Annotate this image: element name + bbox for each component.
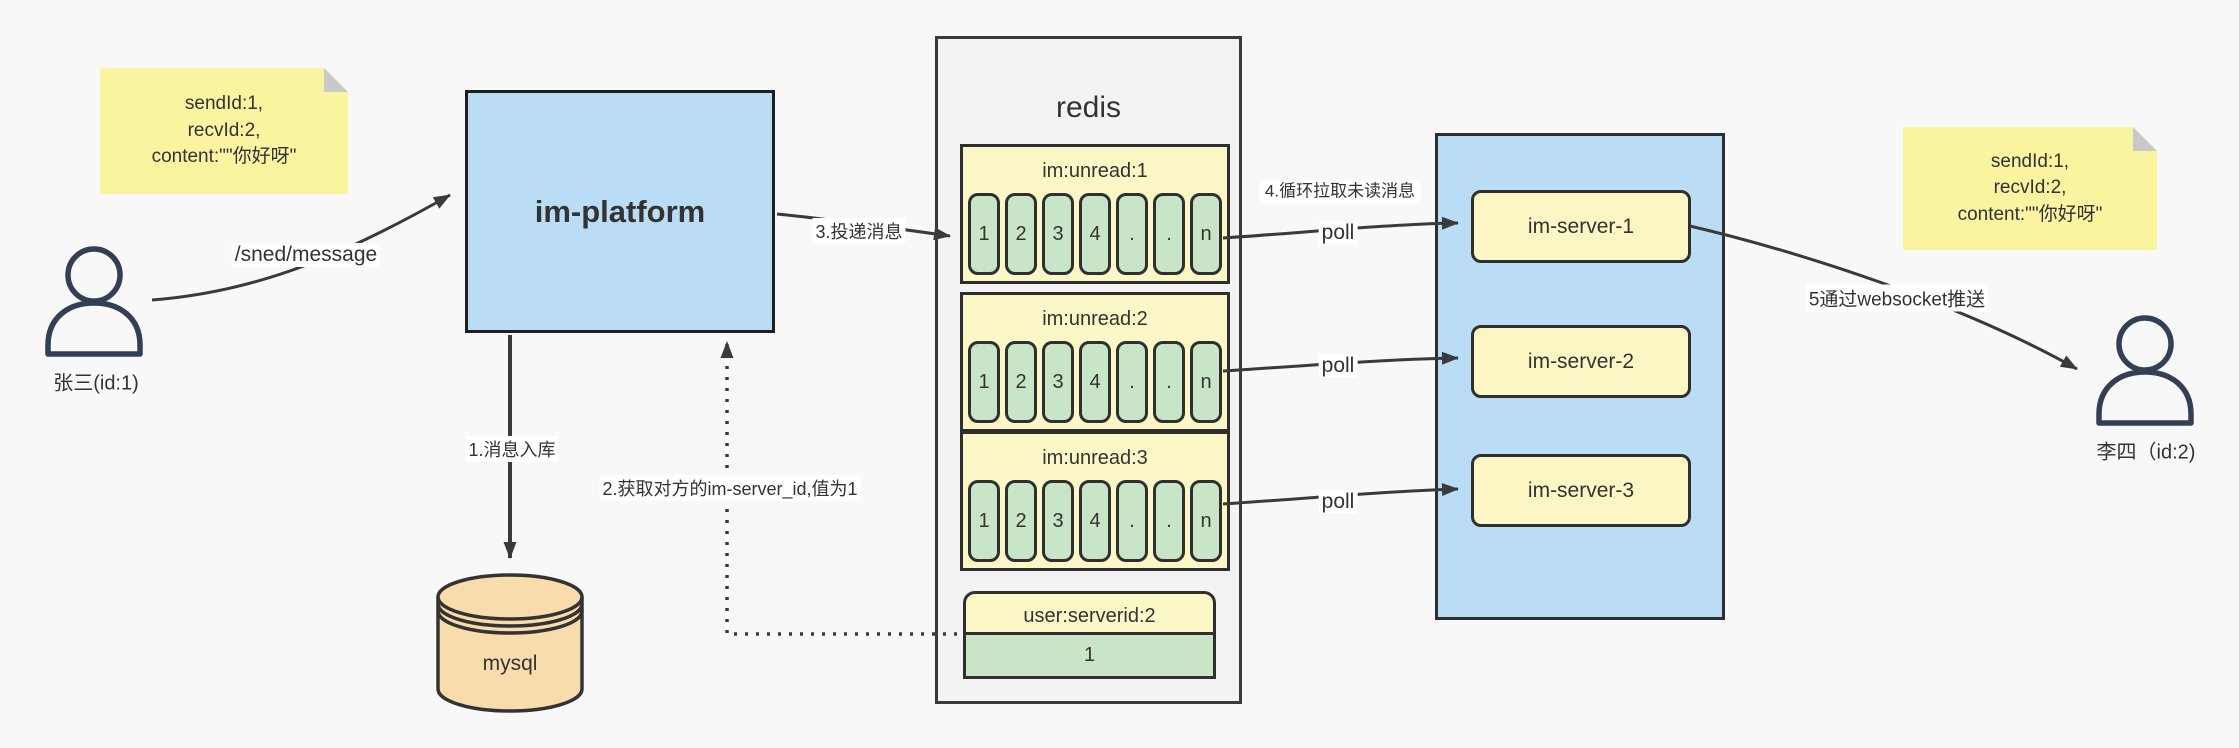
kv-header: user:serverid:2 — [963, 591, 1216, 635]
deliver-message-label: 3.投递消息 — [812, 218, 906, 244]
im-server-3-label: im-server-3 — [1527, 478, 1635, 502]
sender-person-icon — [45, 246, 143, 357]
poll-label-2: poll — [1318, 354, 1358, 378]
im-server-1-label: im-server-1 — [1527, 214, 1635, 238]
im-server-1-node: im-server-1 — [1471, 190, 1691, 263]
queue-cell: 3 — [1042, 480, 1074, 562]
lookup-serverid-label: 2.获取对方的im-server_id,值为1 — [599, 475, 861, 501]
queue-cell: 3 — [1042, 341, 1074, 423]
mysql-label: mysql — [482, 652, 538, 675]
queue-cell: . — [1153, 193, 1185, 275]
im-platform-node: im-platform — [465, 90, 775, 333]
im-server-3-node: im-server-3 — [1471, 454, 1691, 527]
redis-title: redis — [1055, 91, 1122, 124]
queue-cell: 2 — [1005, 193, 1037, 275]
im-server-2-node: im-server-2 — [1471, 325, 1691, 398]
receiver-person-icon — [2096, 315, 2194, 426]
mysql-database-node: mysql — [433, 570, 587, 718]
queue-cell: 4 — [1079, 341, 1111, 423]
poll-label-3: poll — [1318, 490, 1358, 514]
im-server-2-label: im-server-2 — [1527, 349, 1635, 373]
queue-cell: 4 — [1079, 193, 1111, 275]
queue-cell: 1 — [968, 480, 1000, 562]
queue-cell: 4 — [1079, 480, 1111, 562]
send-message-label: /sned/message — [231, 243, 381, 267]
queue-header: im:unread:2 — [1042, 308, 1148, 330]
queue-cell: . — [1153, 341, 1185, 423]
queue-cell: n — [1190, 480, 1222, 562]
queue-cell: 1 — [968, 193, 1000, 275]
queue-cell: . — [1116, 480, 1148, 562]
queue-header: im:unread:3 — [1042, 447, 1148, 469]
store-db-label: 1.消息入库 — [465, 436, 559, 462]
queue-cell: . — [1153, 480, 1185, 562]
queue-cell: 2 — [1005, 480, 1037, 562]
receiver-label: 李四（id:2) — [2096, 441, 2196, 464]
database-cylinder-icon — [436, 573, 584, 713]
poll-label-1: poll — [1318, 221, 1358, 245]
queue-cell: n — [1190, 193, 1222, 275]
queue-cell: 1 — [968, 341, 1000, 423]
queue-cell: . — [1116, 193, 1148, 275]
websocket-push-label: 5通过websocket推送 — [1805, 284, 1989, 312]
kv-value: 1 — [963, 635, 1216, 679]
receiver-note: sendId:1, recvId:2, content:""你好呀" — [1903, 127, 2157, 250]
queue-cell: 2 — [1005, 341, 1037, 423]
queue-cell: 3 — [1042, 193, 1074, 275]
sender-note: sendId:1, recvId:2, content:""你好呀" — [100, 68, 348, 194]
receiver-note-text: sendId:1, recvId:2, content:""你好呀" — [1957, 150, 2103, 225]
queue-header: im:unread:1 — [1042, 160, 1148, 182]
pull-unread-label: 4.循环拉取未读消息 — [1259, 180, 1421, 204]
queue-cell: . — [1116, 341, 1148, 423]
serverid-kv-block: user:serverid:2 1 — [963, 591, 1216, 679]
queue-cell: n — [1190, 341, 1222, 423]
sender-note-text: sendId:1, recvId:2, content:""你好呀" — [151, 93, 297, 168]
sender-label: 张三(id:1) — [53, 372, 139, 395]
im-platform-label: im-platform — [534, 193, 706, 229]
im-servers-container: im-server-1 im-server-2 im-server-3 — [1435, 133, 1725, 620]
